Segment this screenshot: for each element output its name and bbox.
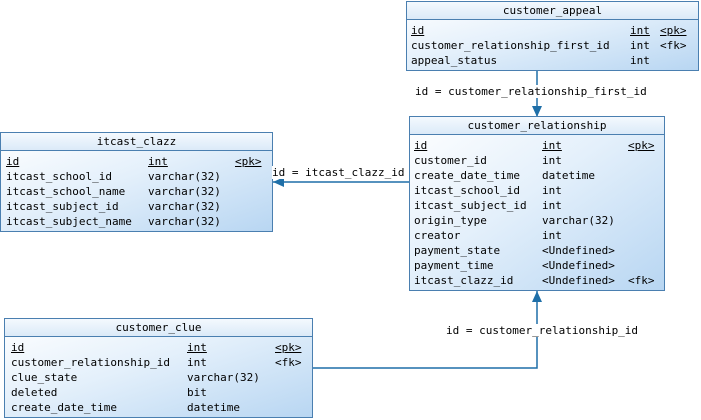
column-type: varchar(32): [148, 200, 221, 213]
entity-title: customer_appeal: [407, 2, 698, 20]
entity-columns: id int <pk> itcast_school_id varchar(32)…: [1, 151, 272, 229]
column-row: customer_id int: [410, 153, 664, 168]
relationship-label-appeal: id = customer_relationship_first_id: [415, 85, 647, 98]
column-type: varchar(32): [148, 185, 221, 198]
column-name: id: [414, 139, 428, 152]
column-row: deleted bit: [5, 385, 312, 400]
column-type: varchar(32): [542, 214, 615, 227]
entity-customer-clue[interactable]: customer_clue id int <pk> customer_relat…: [4, 318, 313, 418]
column-type: int: [542, 139, 562, 152]
column-key: <pk>: [275, 341, 302, 354]
column-key: <fk>: [628, 274, 655, 287]
column-name: itcast_school_id: [6, 170, 112, 183]
column-name: itcast_subject_id: [6, 200, 119, 213]
entity-columns: id int <pk> customer_relationship_first_…: [407, 20, 698, 68]
arrow-clue-relationship: [532, 291, 542, 302]
column-type: int: [542, 154, 562, 167]
column-name: payment_state: [414, 244, 501, 257]
column-type: varchar(32): [148, 170, 221, 183]
entity-title: itcast_clazz: [1, 133, 272, 151]
relationship-label-clazz: id = itcast_clazz_id: [272, 166, 405, 179]
entity-title: customer_clue: [5, 319, 312, 337]
entity-itcast-clazz[interactable]: itcast_clazz id int <pk> itcast_school_i…: [0, 132, 273, 232]
column-key: <pk>: [660, 24, 687, 37]
column-type: varchar(32): [148, 215, 221, 228]
entity-customer-relationship[interactable]: customer_relationship id int <pk> custom…: [409, 116, 665, 291]
column-type: int: [542, 199, 562, 212]
column-row: appeal_status int: [407, 53, 698, 68]
column-row: itcast_school_id varchar(32): [1, 169, 272, 184]
entity-customer-appeal[interactable]: customer_appeal id int <pk> customer_rel…: [406, 1, 699, 71]
column-name: id: [11, 341, 25, 354]
column-row: payment_state <Undefined>: [410, 243, 664, 258]
entity-columns: id int <pk> customer_relationship_id int…: [5, 337, 312, 415]
column-name: appeal_status: [411, 54, 498, 67]
column-name: payment_time: [414, 259, 494, 272]
column-type: int: [148, 155, 168, 168]
column-name: customer_id: [414, 154, 487, 167]
column-type: <Undefined>: [542, 259, 615, 272]
column-row: itcast_subject_id int: [410, 198, 664, 213]
column-type: int: [187, 356, 207, 369]
entity-title: customer_relationship: [410, 117, 664, 135]
column-type: <Undefined>: [542, 274, 615, 287]
column-name: itcast_clazz_id: [414, 274, 514, 287]
column-type: bit: [187, 386, 207, 399]
column-name: itcast_subject_id: [414, 199, 527, 212]
column-row: itcast_subject_name varchar(32): [1, 214, 272, 229]
column-type: varchar(32): [187, 371, 260, 384]
column-row: itcast_school_id int: [410, 183, 664, 198]
column-row: clue_state varchar(32): [5, 370, 312, 385]
column-row: itcast_school_name varchar(32): [1, 184, 272, 199]
column-type: int: [630, 39, 650, 52]
column-key: <pk>: [628, 139, 655, 152]
link-clue-relationship: [313, 291, 538, 369]
column-row: id int <pk>: [410, 138, 664, 153]
column-row: customer_relationship_first_id int <fk>: [407, 38, 698, 53]
column-type: int: [542, 184, 562, 197]
column-name: clue_state: [11, 371, 78, 384]
column-name: creator: [414, 229, 461, 242]
column-row: id int <pk>: [407, 23, 698, 38]
relationship-label-clue: id = customer_relationship_id: [446, 324, 639, 337]
column-name: itcast_school_id: [414, 184, 520, 197]
column-row: create_date_time datetime: [410, 168, 664, 183]
column-row: origin_type varchar(32): [410, 213, 664, 228]
entity-columns: id int <pk> customer_id int create_date_…: [410, 135, 664, 288]
column-name: customer_relationship_first_id: [411, 39, 610, 52]
column-row: create_date_time datetime: [5, 400, 312, 415]
column-key: <fk>: [275, 356, 302, 369]
column-key: <pk>: [235, 155, 262, 168]
column-name: origin_type: [414, 214, 487, 227]
arrow-appeal-relationship: [532, 106, 542, 117]
column-name: id: [6, 155, 20, 168]
column-type: int: [630, 54, 650, 67]
column-row: itcast_subject_id varchar(32): [1, 199, 272, 214]
column-type: <Undefined>: [542, 244, 615, 257]
column-name: create_date_time: [414, 169, 520, 182]
column-row: id int <pk>: [5, 340, 312, 355]
column-name: id: [411, 24, 425, 37]
column-name: itcast_school_name: [6, 185, 126, 198]
column-row: id int <pk>: [1, 154, 272, 169]
arrow-relationship-clazz: [273, 177, 284, 187]
column-row: itcast_clazz_id <Undefined> <fk>: [410, 273, 664, 288]
column-type: int: [630, 24, 650, 37]
column-row: creator int: [410, 228, 664, 243]
column-name: create_date_time: [11, 401, 117, 414]
column-key: <fk>: [660, 39, 687, 52]
column-type: datetime: [542, 169, 595, 182]
column-row: payment_time <Undefined>: [410, 258, 664, 273]
column-type: int: [187, 341, 207, 354]
column-type: datetime: [187, 401, 240, 414]
column-type: int: [542, 229, 562, 242]
column-row: customer_relationship_id int <fk>: [5, 355, 312, 370]
column-name: itcast_subject_name: [6, 215, 132, 228]
column-name: customer_relationship_id: [11, 356, 170, 369]
column-name: deleted: [11, 386, 58, 399]
